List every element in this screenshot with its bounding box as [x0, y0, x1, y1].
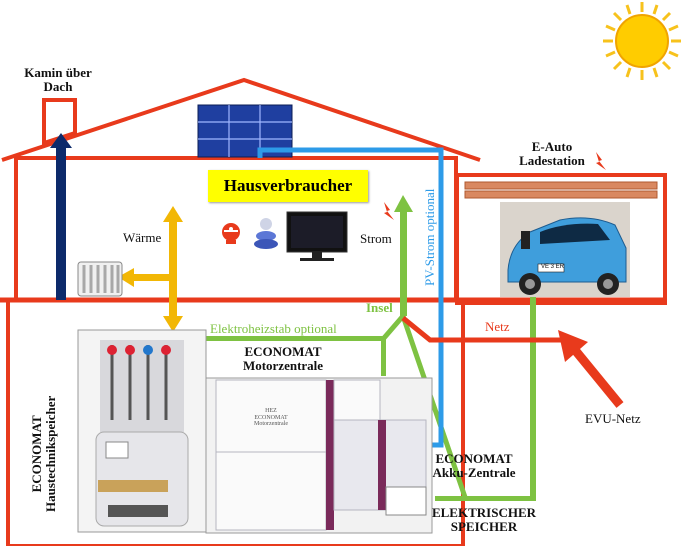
- grid-power-flow: [401, 316, 624, 408]
- garage-frame: [455, 173, 667, 305]
- heating-element-icon: [222, 223, 240, 244]
- label-elektroheizstab: Elektroheizstab optional: [210, 321, 337, 336]
- garage-door-stripe: [464, 190, 658, 199]
- heat-pump-icon: [254, 218, 278, 249]
- radiator-icon: [77, 261, 123, 297]
- label-kamin: Kamin über Dach: [24, 65, 92, 95]
- cabinet-brand-label: HEZ ECONOMAT Motorzentrale: [254, 408, 288, 428]
- label-haustechnikspeicher: ECONOMAT Haustechnikspeicher: [29, 395, 59, 512]
- electric-car-icon: [500, 202, 630, 297]
- lightning-icon: [384, 202, 394, 220]
- label-e-auto: E-Auto Ladestation: [519, 139, 585, 169]
- motorzentrale-photo: [205, 377, 433, 534]
- label-waerme: Wärme: [123, 230, 162, 245]
- chimney-flow-arrow: [50, 133, 72, 300]
- label-akku-zentrale: ECONOMAT Akku-Zentrale: [432, 451, 516, 481]
- sun-icon: [603, 2, 681, 80]
- tv-icon: [286, 211, 348, 261]
- lightning-icon: [596, 152, 606, 170]
- house-roof: [1, 77, 481, 162]
- label-evu-netz: EVU-Netz: [585, 411, 641, 426]
- label-motorzentrale: ECONOMAT Motorzentrale: [242, 344, 324, 374]
- label-elektrischer-speicher: ELEKTRISCHER SPEICHER: [431, 505, 537, 535]
- label-strom: Strom: [360, 231, 392, 246]
- license-plate-text: VE 3 ER: [541, 264, 565, 270]
- label-hausverbraucher: Hausverbraucher: [208, 170, 368, 202]
- heat-flow: [118, 206, 183, 332]
- label-insel: Insel: [366, 300, 393, 315]
- garage-door-stripe: [464, 181, 658, 190]
- chimney: [42, 98, 77, 146]
- haustechnikspeicher-photo: [77, 329, 207, 533]
- label-netz: Netz: [485, 319, 510, 334]
- label-pv-strom: PV-Strom optional: [422, 188, 437, 286]
